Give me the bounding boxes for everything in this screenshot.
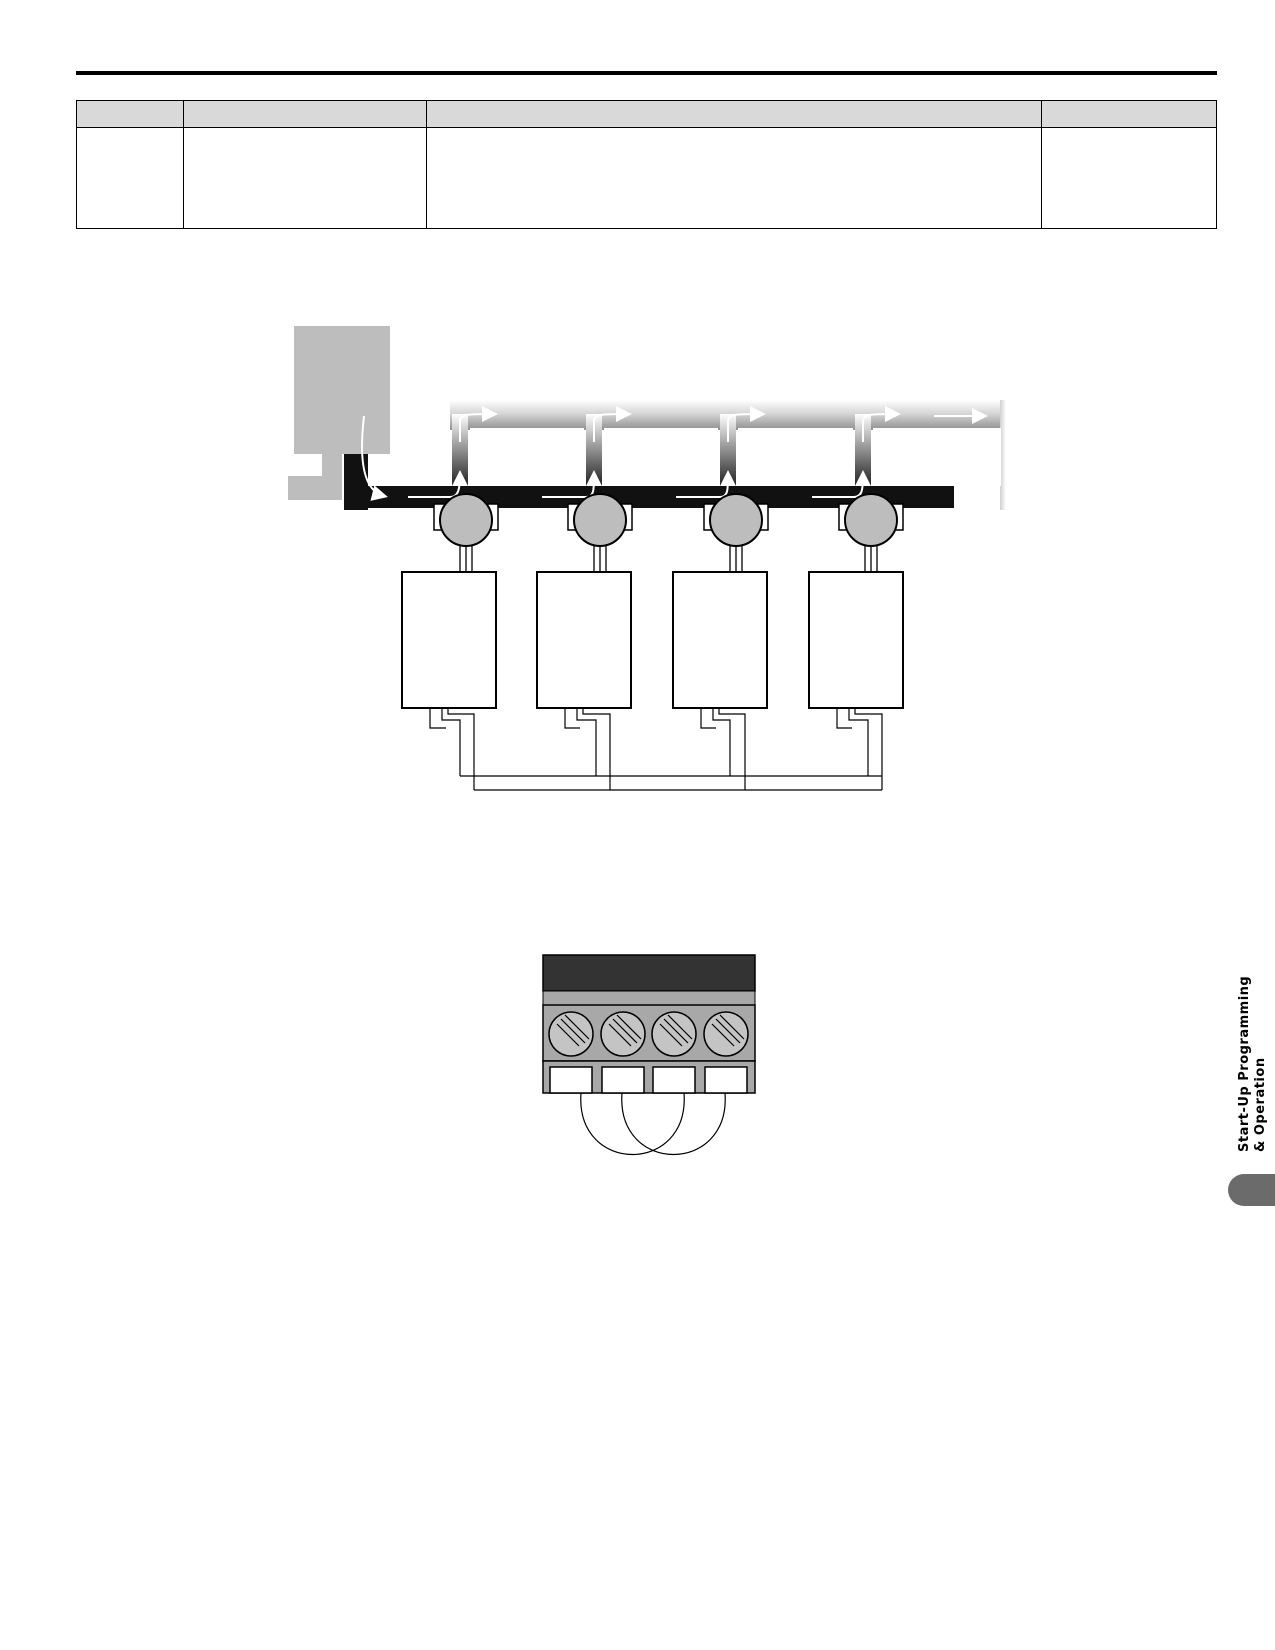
header-cell [426,100,1042,128]
parameter-table [76,100,1217,229]
header-cell [183,100,427,128]
table-cell [1041,127,1217,229]
table-row [76,127,1217,229]
table-cell [183,127,427,229]
risers [452,414,871,486]
system-diagram [288,326,1006,791]
screw-icon [600,1011,646,1057]
drive-3 [672,571,768,709]
motor-cables [459,546,878,572]
side-title-line-2: & Operation [1253,1057,1268,1152]
header-boxes [470,428,1001,486]
terminal-slots [549,1066,748,1094]
jumper-wires [580,1092,726,1155]
table-header-row [76,100,1217,128]
drive-2 [536,571,632,709]
chapter-tab [1228,1174,1275,1206]
header-cell [76,100,184,128]
pump-2 [567,493,633,547]
pump-1 [433,493,499,547]
terminal-screws [548,1011,749,1057]
source-tank [288,326,390,500]
pump-4 [838,493,904,547]
terminal-block-diagram [542,954,756,1155]
pump-3 [703,493,769,547]
screw-icon [703,1011,749,1057]
screw-icon [548,1011,594,1057]
chapter-side-title: Start-Up Programming & Operation [1225,976,1268,1152]
flow-arrows [361,406,988,501]
drive-units [401,571,904,709]
screw-icon [651,1011,697,1057]
comm-wiring [429,708,883,791]
drive-4 [808,571,904,709]
top-rule [76,71,1217,75]
side-title-line-1: Start-Up Programming [1237,975,1252,1152]
drive-1 [401,571,497,709]
